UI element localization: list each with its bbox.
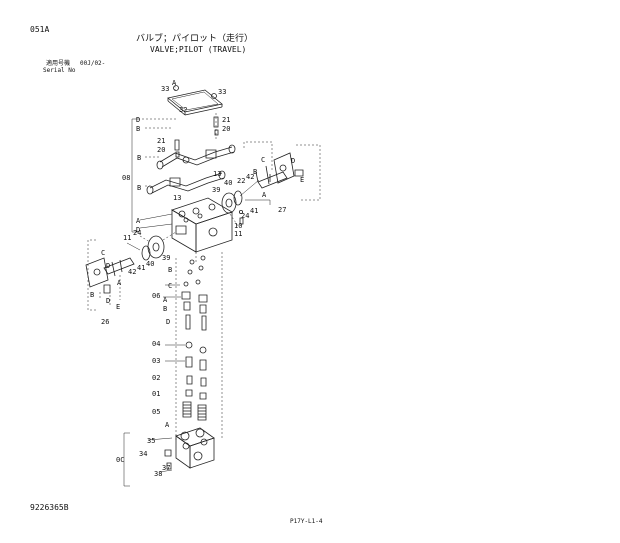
cam-upper	[157, 145, 235, 169]
right-lever-assembly	[240, 142, 320, 205]
callout-24-left: 24	[133, 229, 142, 237]
letter-B-right: B	[253, 168, 258, 176]
callout-02: 02	[152, 374, 161, 382]
letter-D-right: D	[291, 157, 296, 165]
page-reference: P17Y-L1-4	[290, 518, 323, 525]
page-code: 051A	[30, 25, 50, 34]
callout-40-right: 40	[224, 179, 233, 187]
letter-B-1: B	[136, 125, 141, 133]
letter-A-left-1: A	[136, 217, 141, 225]
letter-D-center: D	[166, 318, 171, 326]
callout-21-upper: 21	[222, 116, 231, 124]
callout-21-lower: 21	[157, 137, 166, 145]
letter-E-left: E	[116, 303, 121, 311]
callout-41-right: 41	[250, 207, 259, 215]
letter-A-bottom: A	[165, 421, 170, 429]
callout-42-right: 42	[246, 173, 255, 181]
callout-20-lower: 20	[157, 146, 166, 154]
callout-39-left: 39	[162, 254, 171, 262]
cover-plate	[168, 82, 222, 115]
callout-08: 08	[122, 174, 131, 182]
callout-20-upper: 20	[222, 125, 231, 133]
cam-lower	[147, 171, 225, 194]
callout-06: 06	[152, 292, 161, 300]
callout-42-left: 42	[128, 268, 137, 276]
callout-0C: 0C	[116, 456, 125, 464]
callout-41-left: 41	[137, 264, 146, 272]
bottom-casing	[124, 428, 214, 486]
callout-32: 32	[179, 106, 188, 114]
letter-A-top: A	[172, 79, 177, 87]
callout-40-left: 40	[146, 260, 155, 268]
letter-E-right: E	[300, 176, 305, 184]
serial-label: Serial No	[43, 67, 76, 74]
left-lever-assembly	[86, 240, 134, 310]
callout-33-left: 33	[161, 85, 170, 93]
letter-A-right: A	[262, 191, 267, 199]
letter-B-2: B	[137, 154, 142, 162]
letter-C-center: C	[168, 282, 173, 290]
callout-26: 26	[101, 318, 110, 326]
right-flange	[222, 191, 243, 226]
letter-D-left-2: D	[106, 297, 111, 305]
bracket-08	[132, 119, 176, 232]
plug-stems	[163, 256, 207, 330]
callout-11-left: 11	[123, 234, 132, 242]
callout-37: 37	[162, 464, 171, 472]
letter-A-left-2: A	[117, 279, 122, 287]
callout-11-right: 11	[234, 230, 243, 238]
applicable-label: 適用号機	[46, 60, 71, 67]
callout-22: 22	[237, 177, 246, 185]
letter-C-right: C	[261, 156, 266, 164]
applicable-value: 00J/02-	[80, 60, 106, 67]
letter-D-1: D	[136, 116, 141, 124]
callout-10: 10	[234, 222, 243, 230]
callout-24-right: 24	[241, 212, 250, 220]
callout-05: 05	[152, 408, 161, 416]
pins-upper	[175, 113, 218, 157]
callout-38: 38	[154, 470, 163, 478]
letter-A-center: A	[163, 296, 168, 304]
letter-B-center-2: B	[163, 305, 168, 313]
callout-13-lower: 13	[173, 194, 182, 202]
letter-C-left: C	[101, 249, 106, 257]
callout-39-right: 39	[212, 186, 221, 194]
callout-27: 27	[278, 206, 287, 214]
letter-D-2: D	[136, 226, 141, 234]
callout-13-upper: 13	[213, 170, 222, 178]
callout-04: 04	[152, 340, 161, 348]
letter-D-left-1: D	[106, 262, 111, 270]
assembly-axis	[176, 252, 222, 440]
title-english: VALVE;PILOT (TRAVEL)	[150, 45, 247, 54]
title-japanese: バルブ；パイロット（走行）	[136, 34, 254, 44]
letter-B-center-1: B	[168, 266, 173, 274]
letter-B-3: B	[137, 184, 142, 192]
letter-B-left: B	[90, 291, 95, 299]
callout-03: 03	[152, 357, 161, 365]
callout-33-right: 33	[218, 88, 227, 96]
callout-35: 35	[147, 437, 156, 445]
drawing-number: 9226365B	[30, 503, 69, 512]
callout-01: 01	[152, 390, 161, 398]
callout-34: 34	[139, 450, 148, 458]
left-flange	[127, 232, 176, 260]
spools-and-springs	[165, 342, 206, 420]
